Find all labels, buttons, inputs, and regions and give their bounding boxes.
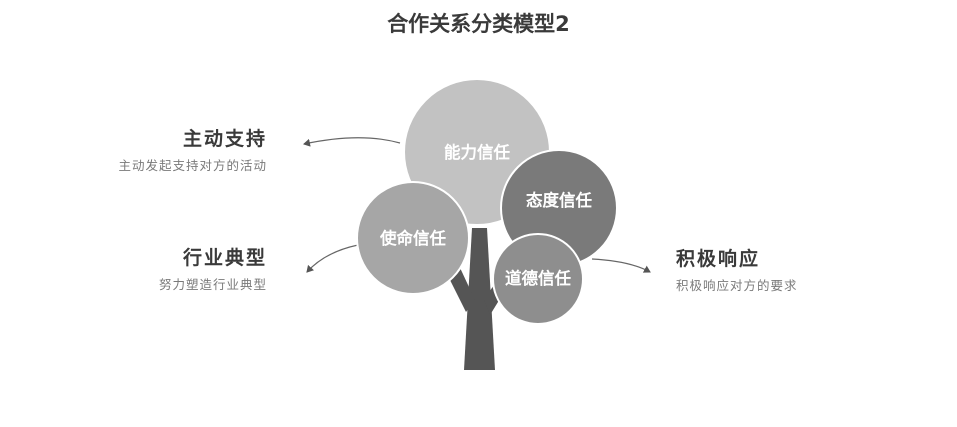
bubble-moral-trust: 道德信任 [492, 233, 584, 325]
bubble-label-attitude-trust: 态度信任 [526, 190, 593, 210]
arrow-to-industry-model [306, 244, 359, 273]
arrow-to-active-support [303, 137, 401, 147]
desc-active-response: 积极响应对方的要求 [676, 278, 798, 293]
bubble-label-moral-trust: 道德信任 [505, 268, 572, 288]
label-industry-model: 行业典型 [182, 247, 267, 269]
bubble-label-ability-trust: 能力信任 [444, 142, 511, 162]
desc-industry-model: 努力塑造行业典型 [158, 277, 267, 292]
label-active-support: 主动支持 [182, 128, 267, 150]
diagram-title: 合作关系分类模型2 [387, 12, 570, 36]
bubble-label-mission-trust: 使命信任 [379, 228, 447, 248]
label-active-response: 积极响应 [676, 248, 761, 270]
desc-active-support: 主动发起支持对方的活动 [118, 158, 267, 173]
bubble-mission-trust: 使命信任 [356, 181, 470, 295]
arrow-to-active-response [591, 258, 651, 273]
